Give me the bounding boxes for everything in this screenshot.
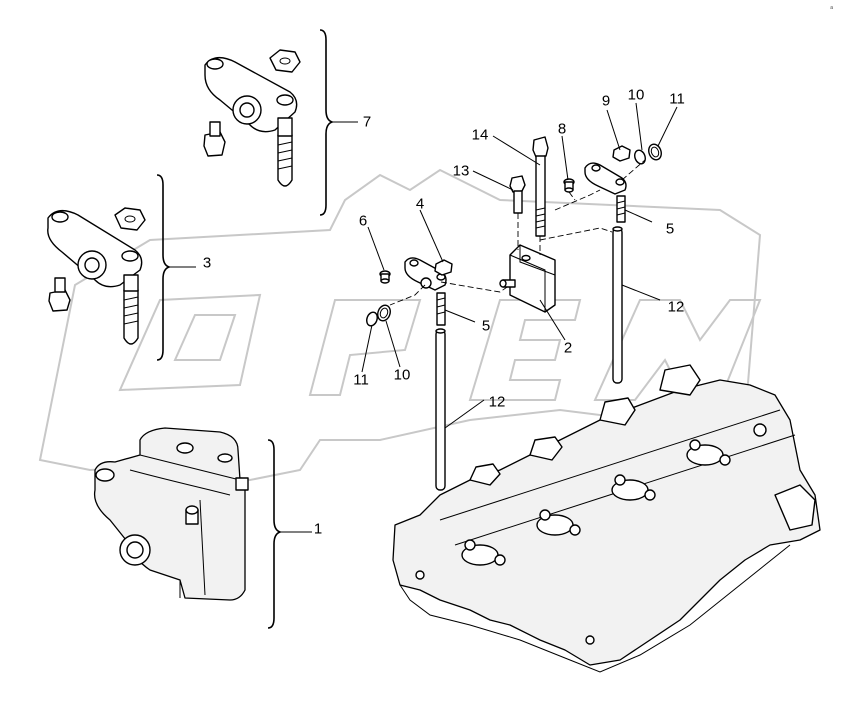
callout-4: 4 — [415, 195, 425, 213]
screw-8 — [563, 178, 575, 193]
rocker-middle — [379, 257, 453, 326]
brace-1 — [267, 439, 283, 629]
brace-7 — [319, 29, 335, 216]
callout-6: 6 — [358, 212, 368, 230]
rocker-right — [584, 145, 631, 223]
callout-12-right: 12 — [667, 298, 685, 316]
rocker-arm-7 — [203, 49, 301, 187]
rocker-arm-3 — [47, 207, 146, 345]
callout-2: 2 — [563, 339, 573, 357]
callout-10-right: 10 — [627, 86, 645, 104]
callout-5-right: 5 — [665, 220, 675, 238]
callout-11-left: 11 — [353, 371, 369, 389]
leader-lines — [361, 102, 678, 429]
callout-11-right: 11 — [669, 90, 685, 108]
callout-3: 3 — [202, 254, 212, 272]
pushrod-left — [435, 328, 446, 491]
bolt-13 — [509, 175, 526, 214]
assembly-lines — [389, 159, 646, 306]
rings-right — [634, 143, 662, 165]
bolt-14 — [532, 136, 549, 237]
rocker-housing-1 — [93, 427, 249, 601]
support-block-2 — [499, 244, 556, 313]
corner-code: a — [830, 5, 833, 11]
callout-13: 13 — [452, 162, 470, 180]
pushrod-right — [612, 226, 623, 384]
callout-12-left: 12 — [488, 393, 506, 411]
cylinder-head — [392, 364, 821, 673]
callout-10-left: 10 — [393, 366, 411, 384]
opex-watermark — [38, 168, 762, 482]
brace-3 — [156, 174, 172, 361]
callout-7: 7 — [362, 113, 372, 131]
callout-1: 1 — [313, 520, 323, 538]
callout-9: 9 — [601, 92, 611, 110]
rings-left — [366, 304, 391, 327]
callout-5-left: 5 — [481, 317, 491, 335]
callout-8: 8 — [557, 120, 567, 138]
callout-14: 14 — [471, 126, 489, 144]
